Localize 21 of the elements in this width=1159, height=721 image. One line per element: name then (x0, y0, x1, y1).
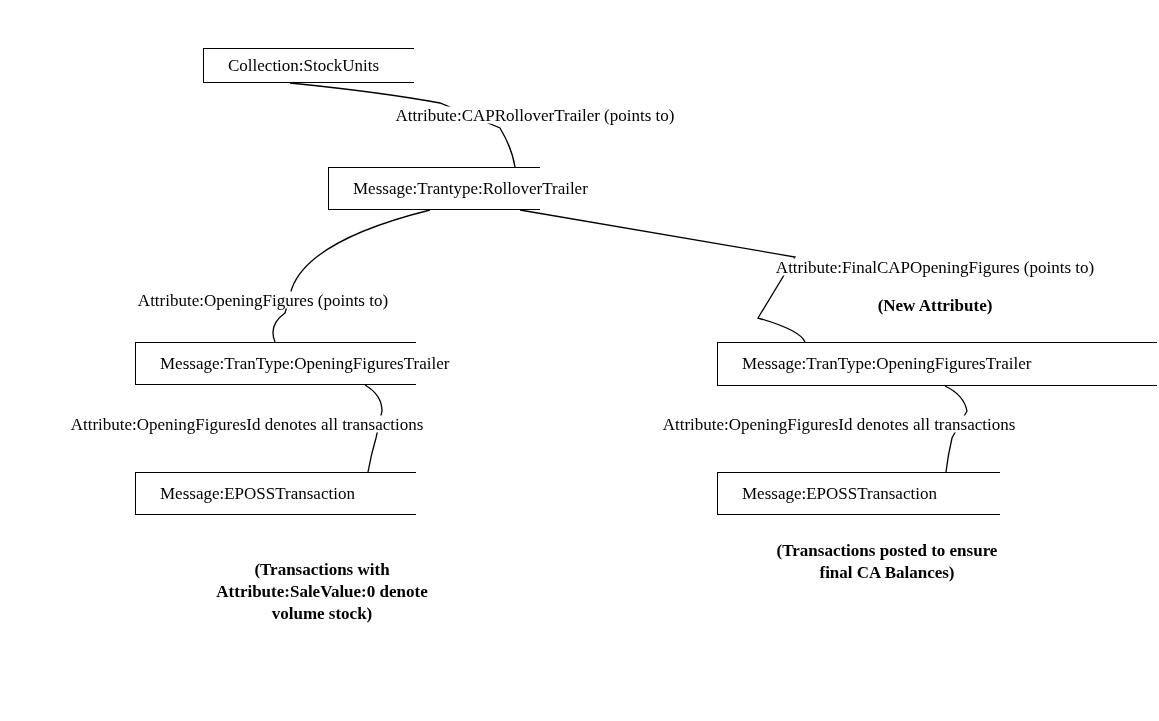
open-box (717, 472, 1000, 515)
node-caption: (Transactions posted to ensure final CA Balances) (775, 540, 999, 584)
connector-line (364, 384, 383, 473)
node-text: Message:EPOSSTransaction (742, 482, 937, 505)
edge-label: Attribute:OpeningFigures (points to) (135, 291, 391, 309)
edge-label: Attribute:FinalCAPOpeningFigures (points to) (773, 258, 1097, 276)
edge-label: Attribute:CAPRolloverTrailer (points to) (393, 106, 677, 124)
node-text: Message:TranType:OpeningFiguresTrailer (160, 352, 450, 375)
node-text: Collection:StockUnits (228, 54, 380, 77)
node-caption: (Transactions with Attribute:SaleValue:0 denote volume stock) (215, 559, 429, 625)
open-box (717, 342, 1157, 386)
node-text: Message:Trantype:RolloverTrailer (353, 177, 588, 200)
edge-label: Attribute:OpeningFiguresId denotes all transactions (660, 415, 1018, 433)
edge-label: Attribute:OpeningFiguresId denotes all transactions (68, 415, 426, 433)
open-box (135, 472, 416, 515)
note-text: (New Attribute) (877, 296, 993, 314)
node-text: Message:TranType:OpeningFiguresTrailer (742, 353, 1032, 376)
connector-line (272, 209, 431, 343)
node-text: Message:EPOSSTransaction (160, 482, 355, 505)
connector-line (519, 209, 806, 343)
open-box (203, 48, 414, 83)
